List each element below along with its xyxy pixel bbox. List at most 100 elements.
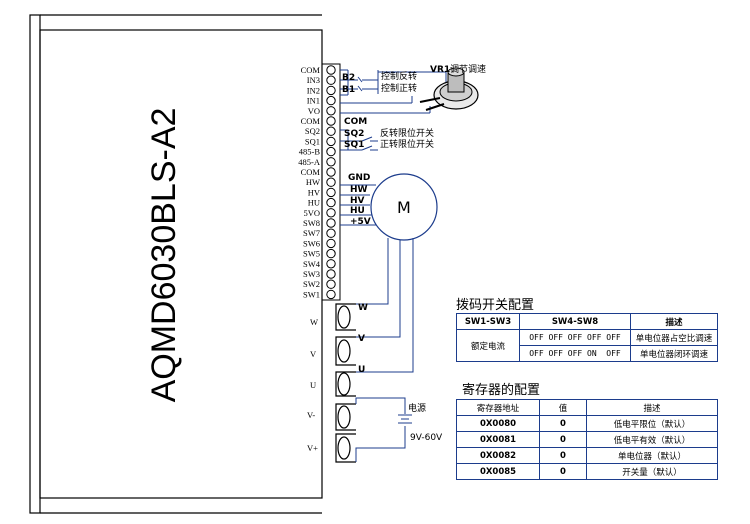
table-row: 0X0082 0 单电位器（默认）: [456, 447, 718, 464]
label-vr1-desc: 调节调速: [450, 64, 486, 75]
terminal-pin: [326, 126, 336, 136]
power-terminal-block: [335, 303, 356, 463]
pin-label: IN1: [307, 96, 320, 106]
terminal-pin: [326, 106, 336, 116]
terminal-pin: [326, 157, 336, 167]
dip-table-title: 拨码开关配置: [456, 298, 535, 313]
label-hu: HU: [350, 206, 365, 216]
label-w: W: [358, 303, 368, 313]
terminal-pin-labels: COMIN3IN2IN1VOCOMSQ2SQ1485-B485-ACOMHWHV…: [298, 65, 321, 299]
terminal-pin: [326, 259, 336, 269]
terminal-pin: [326, 269, 336, 279]
pin-label: IN3: [307, 75, 320, 85]
pin-label: SW1: [303, 289, 320, 299]
terminal-pin: [326, 279, 336, 289]
terminal-pin: [326, 218, 336, 228]
pin-label-vminus: V-: [307, 410, 315, 420]
label-hw: HW: [350, 185, 368, 195]
reg-addr: 0X0082: [456, 447, 540, 464]
pin-label: 485-A: [298, 157, 321, 167]
reg-header-desc: 描述: [586, 399, 718, 416]
dip-row2-desc: 单电位器闭环调速: [630, 345, 718, 362]
terminal-pin: [326, 65, 336, 75]
model-name: AQMD6030BLS-A2: [145, 107, 183, 403]
reg-value: 0: [539, 463, 587, 480]
pin-label: SW6: [303, 238, 320, 248]
reg-desc: 低电平有效（默认）: [586, 431, 718, 448]
pin-label-w: W: [310, 317, 318, 327]
reg-desc: 低电平限位（默认）: [586, 415, 718, 432]
reg-desc: 单电位器（默认）: [586, 447, 718, 464]
label-v: V: [358, 334, 365, 344]
reg-value: 0: [539, 415, 587, 432]
register-table: 寄存器地址 值 描述 0X0080 0 低电平限位（默认） 0X0081 0 低…: [456, 399, 718, 480]
pin-label: IN2: [307, 85, 320, 95]
dip-row1-switches: OFF OFF OFF OFF OFF: [519, 329, 631, 346]
table-row: 0X0080 0 低电平限位（默认）: [456, 415, 718, 432]
pin-label-v: V: [310, 349, 317, 359]
terminal-pin: [326, 208, 336, 218]
terminal-pin: [326, 167, 336, 177]
dip-header-desc: 描述: [630, 313, 718, 330]
dip-row1-desc: 单电位器占空比调速: [630, 329, 718, 346]
potentiometer-vr1: [419, 67, 479, 111]
pin-label: COM: [301, 65, 321, 75]
pin-label: 5VO: [303, 208, 320, 218]
reg-value: 0: [539, 431, 587, 448]
reg-addr: 0X0085: [456, 463, 540, 480]
label-power: 电源: [408, 402, 426, 414]
terminal-pin: [326, 85, 336, 96]
pin-label: VO: [308, 106, 320, 116]
pin-label: SW5: [303, 249, 320, 259]
reg-addr: 0X0080: [456, 415, 540, 432]
terminal-pin: [326, 187, 336, 198]
dip-row2-switches: OFF OFF OFF ON OFF: [519, 345, 631, 362]
terminal-pin: [326, 75, 336, 85]
motor-label: M: [397, 198, 411, 217]
label-ctrl-rev: 控制反转: [381, 70, 417, 82]
terminal-pin: [326, 177, 336, 187]
table-row: 0X0081 0 低电平有效（默认）: [456, 431, 718, 448]
pin-label-vplus: V+: [307, 443, 318, 453]
terminal-pin: [326, 146, 336, 157]
terminal-pin: [326, 136, 336, 147]
reg-header-value: 值: [539, 399, 587, 416]
label-b2: B2: [342, 73, 355, 83]
phase-wires: [355, 238, 414, 462]
terminal-pin: [326, 248, 336, 259]
pin-label: SW2: [303, 279, 320, 289]
dip-switch-table: SW1-SW3 SW4-SW8 描述 额定电流 OFF OFF OFF OFF …: [456, 313, 718, 362]
terminal-pin: [326, 197, 336, 208]
pin-label: HW: [306, 177, 320, 187]
pin-label: HU: [308, 198, 320, 208]
reg-addr: 0X0081: [456, 431, 540, 448]
pin-label-u: U: [310, 380, 316, 390]
terminal-pins: [326, 65, 336, 300]
label-b1: B1: [342, 85, 355, 95]
terminal-pin: [326, 95, 336, 106]
label-fwd-limit: 正转限位开关: [380, 138, 434, 150]
pin-label: 485-B: [299, 147, 321, 157]
wire-labels: B2 B1 控制反转 控制正转 VR1 调节调速 COM SQ2 SQ1 反转限…: [342, 64, 486, 443]
pin-label: SW4: [303, 259, 321, 269]
top-terminal-block: [321, 63, 341, 301]
pin-label: SW7: [303, 228, 320, 238]
pin-label: SW8: [303, 218, 320, 228]
label-vr1: VR1: [430, 65, 450, 75]
label-hv: HV: [350, 196, 365, 206]
power-terminal-labels: W V U V- V+: [307, 317, 318, 453]
label-com: COM: [344, 117, 367, 127]
label-sq2: SQ2: [344, 129, 364, 139]
pin-label: COM: [301, 116, 321, 126]
dip-header-sw1-3: SW1-SW3: [456, 313, 520, 330]
reg-value: 0: [539, 447, 587, 464]
label-sq1: SQ1: [344, 140, 364, 150]
label-rev-limit: 反转限位开关: [380, 127, 434, 139]
dip-row-label: 额定电流: [456, 329, 520, 362]
terminal-pin: [326, 228, 336, 238]
terminal-pin: [326, 238, 336, 249]
terminal-pin: [326, 116, 336, 126]
pin-label: SQ1: [305, 136, 320, 146]
